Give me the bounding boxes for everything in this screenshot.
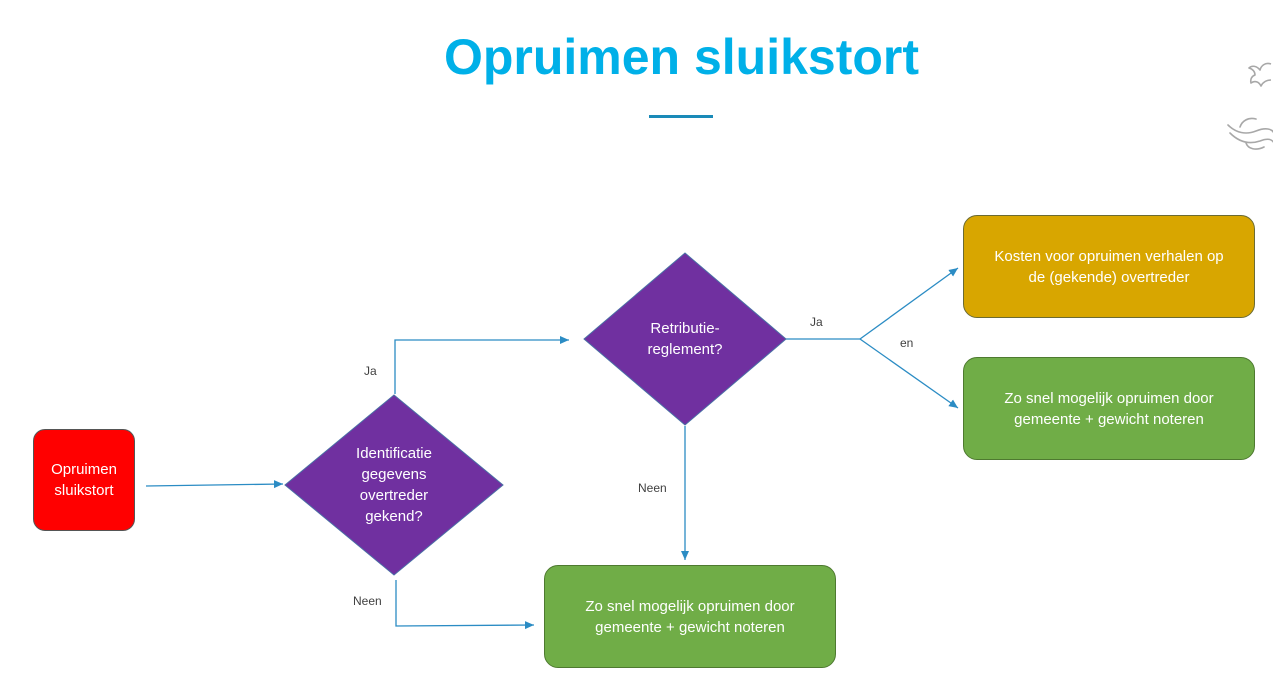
leaf-icon [1227,117,1273,150]
clean-up-bottom-label: Zo snel mogelijk opruimen door gemeente … [585,597,795,636]
bird-icon [1248,62,1272,87]
connector-branch-to-cost [859,267,959,340]
connector-branch-to-clean [859,338,959,409]
clean-up-node-top: Zo snel mogelijk opruimen door gemeente … [963,357,1255,460]
edge-label-branch-and: en [900,336,914,350]
edge-label-identification-yes: Ja [364,364,377,378]
start-node: Opruimen sluikstort [33,429,135,531]
clean-up-top-label: Zo snel mogelijk opruimen door gemeente … [1004,389,1214,428]
edge-label-identification-no: Neen [353,594,382,608]
cost-recovery-node: Kosten voor opruimen verhalen op de (gek… [963,215,1255,318]
connector-start-to-identification [145,480,284,489]
edge-label-retributie-yes: Ja [810,315,823,329]
clean-up-node-bottom: Zo snel mogelijk opruimen door gemeente … [544,565,836,668]
edge-label-retributie-no: Neen [638,481,667,495]
decision-identification-label: Identificatie gegevens overtreder gekend… [356,445,432,525]
title-underline [649,115,713,118]
slide-title: Opruimen sluikstort [443,29,920,85]
decision-retributie-label: Retributie- reglement? [647,320,723,358]
connector-identification-no [395,580,535,630]
start-node-label: Opruimen sluikstort [51,461,117,499]
decision-identification-shape [284,394,504,576]
decision-retributie-shape [583,252,787,426]
cost-recovery-label: Kosten voor opruimen verhalen op de (gek… [994,247,1224,286]
connector-identification-yes [394,336,569,394]
